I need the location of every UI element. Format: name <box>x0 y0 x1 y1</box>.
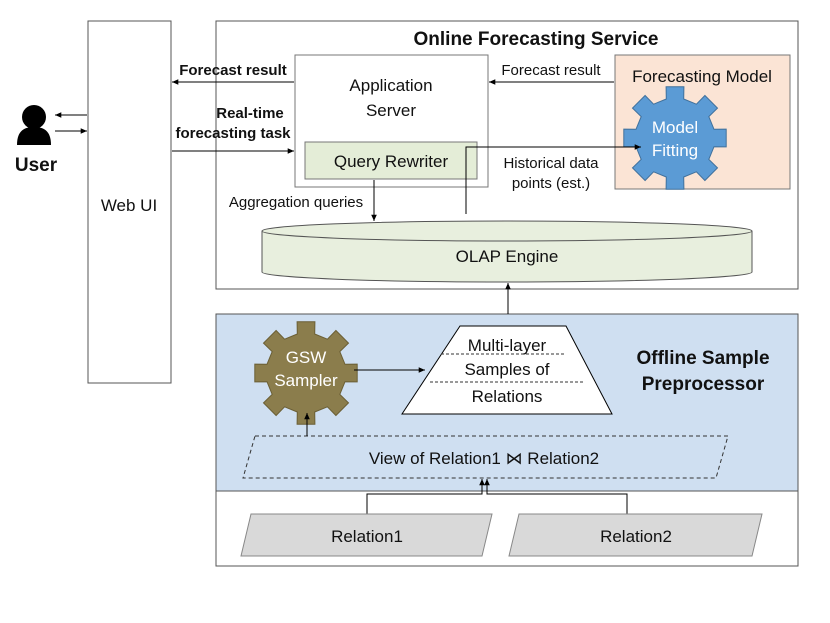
web-ui-label: Web UI <box>101 196 157 215</box>
relation-view-label: View of Relation1 ⋈ Relation2 <box>369 449 599 468</box>
app-server-line1: Application <box>349 76 432 95</box>
relation2-box <box>508 513 763 557</box>
samples-line2: Samples of <box>464 360 549 379</box>
realtime-label-line2: forecasting task <box>175 125 291 142</box>
gsw-line1: GSW <box>286 348 327 367</box>
aggregation-queries-label: Aggregation queries <box>229 194 363 211</box>
query-rewriter-box <box>304 141 478 180</box>
samples-line3: Relations <box>472 387 543 406</box>
online-service-title: Online Forecasting Service <box>414 29 659 50</box>
relation1-label: Relation1 <box>331 527 403 546</box>
olap-engine-label: OLAP Engine <box>456 247 559 266</box>
olap-engine-cylinder <box>261 220 753 283</box>
offline-title-line2: Preprocessor <box>642 374 765 395</box>
model-fitting-line2: Fitting <box>652 141 698 160</box>
forecasting-model-label: Forecasting Model <box>632 67 772 86</box>
gsw-sampler-gear-icon <box>254 321 358 425</box>
web-ui-box <box>87 20 172 384</box>
user-icon <box>17 105 51 145</box>
historical-label-line1: Historical data <box>503 155 599 172</box>
relation-view-parallelogram <box>242 435 729 479</box>
gsw-line2: Sampler <box>274 371 338 390</box>
forecast-result-right-label: Forecast result <box>501 62 601 79</box>
offline-title-line1: Offline Sample <box>636 348 769 369</box>
realtime-label-line1: Real-time <box>216 105 284 122</box>
historical-data-arrow <box>465 144 641 214</box>
user-label: User <box>15 155 58 176</box>
model-fitting-gear-icon <box>623 86 727 190</box>
app-server-line2: Server <box>366 101 416 120</box>
query-rewriter-label: Query Rewriter <box>334 152 449 171</box>
forecast-result-left-label: Forecast result <box>179 62 287 79</box>
relation2-to-view-arrow <box>484 479 628 514</box>
samples-line1: Multi-layer <box>468 336 547 355</box>
relation1-box <box>240 513 493 557</box>
historical-label-line2: points (est.) <box>512 175 590 192</box>
relation1-to-view-arrow <box>366 479 485 514</box>
multi-layer-samples-trapezoid <box>401 325 613 415</box>
relation2-label: Relation2 <box>600 527 672 546</box>
model-fitting-line1: Model <box>652 118 698 137</box>
